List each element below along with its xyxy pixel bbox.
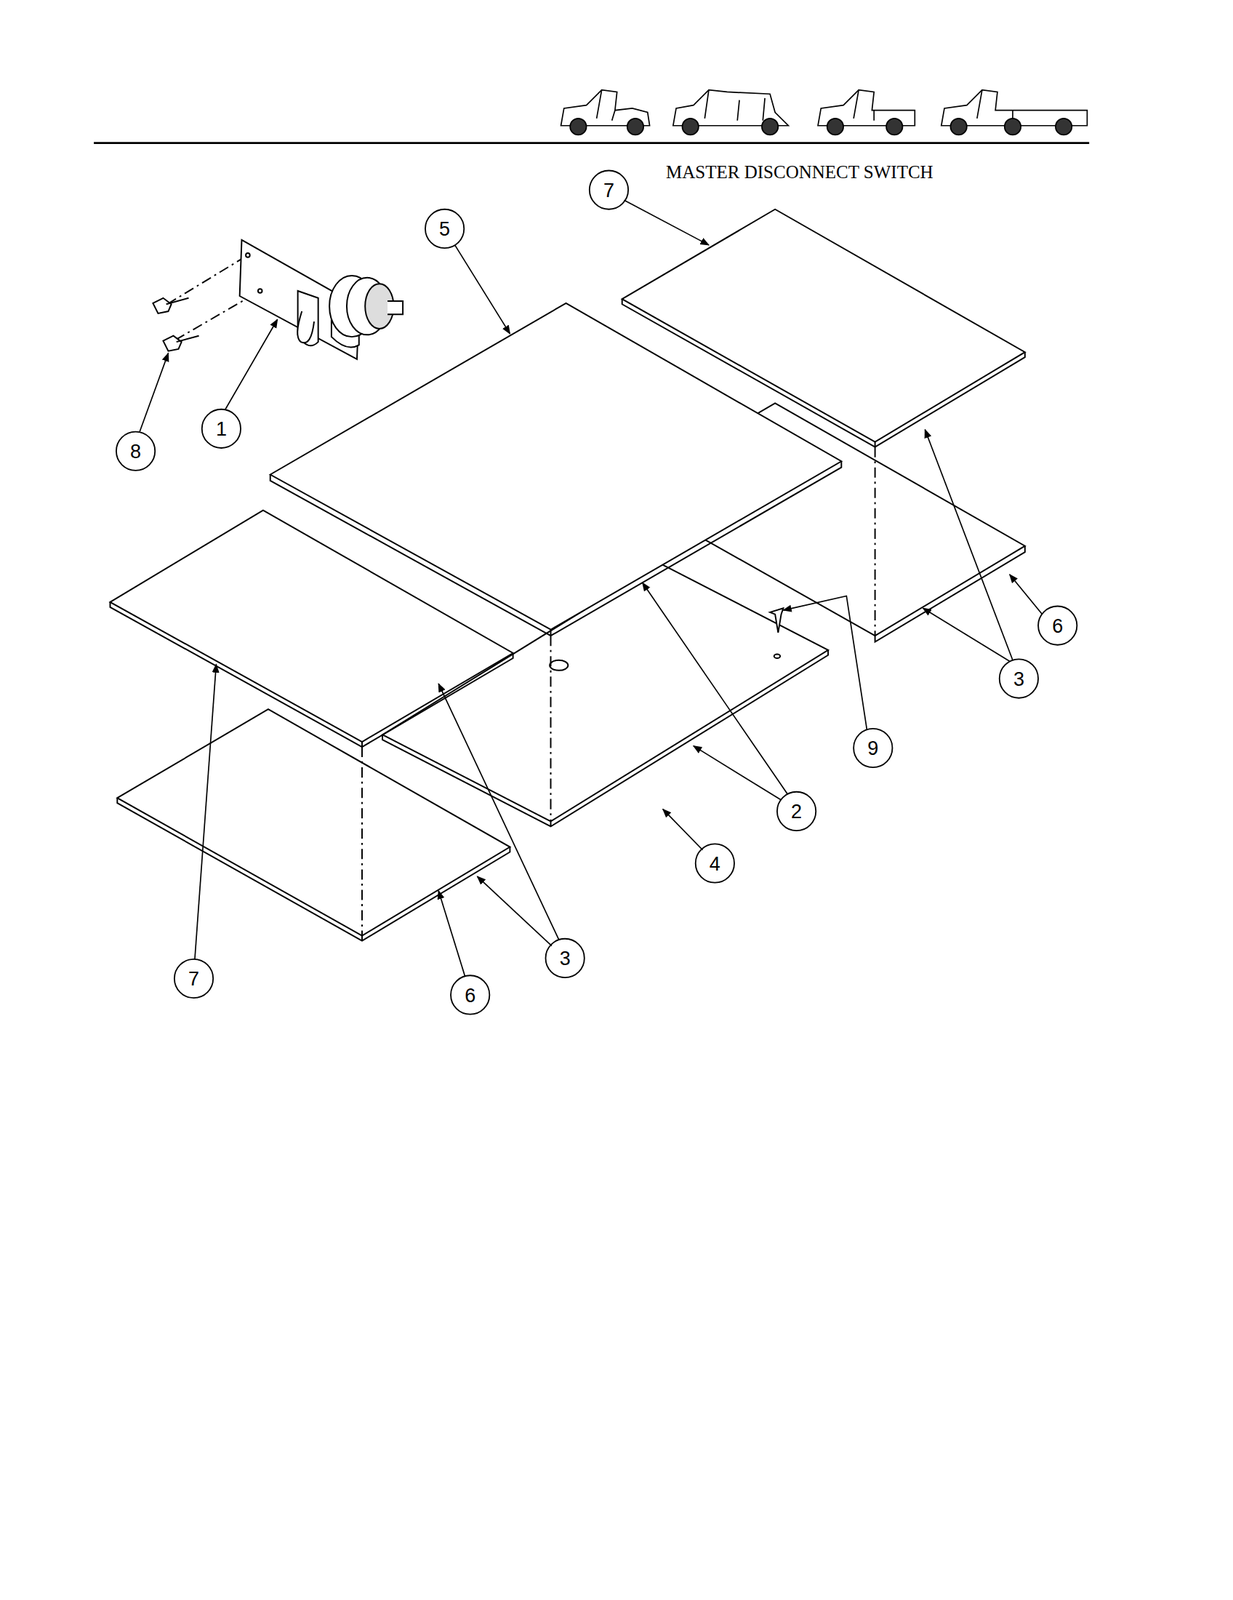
callout-number: 4 bbox=[709, 853, 721, 874]
callout-number: 9 bbox=[867, 738, 879, 759]
callout-number: 6 bbox=[1051, 615, 1063, 636]
callout-number: 3 bbox=[559, 948, 571, 969]
callout-number: 2 bbox=[790, 801, 802, 822]
callout-number: 1 bbox=[215, 419, 227, 440]
diagram-title: MASTER DISCONNECT SWITCH bbox=[665, 162, 934, 182]
callout-number: 3 bbox=[1013, 668, 1025, 689]
callout-number: 7 bbox=[603, 180, 615, 200]
callout-number: 6 bbox=[464, 985, 476, 1005]
callout-number: 7 bbox=[188, 969, 200, 989]
callout-number: 5 bbox=[439, 219, 451, 240]
callout-number: 8 bbox=[130, 442, 142, 462]
